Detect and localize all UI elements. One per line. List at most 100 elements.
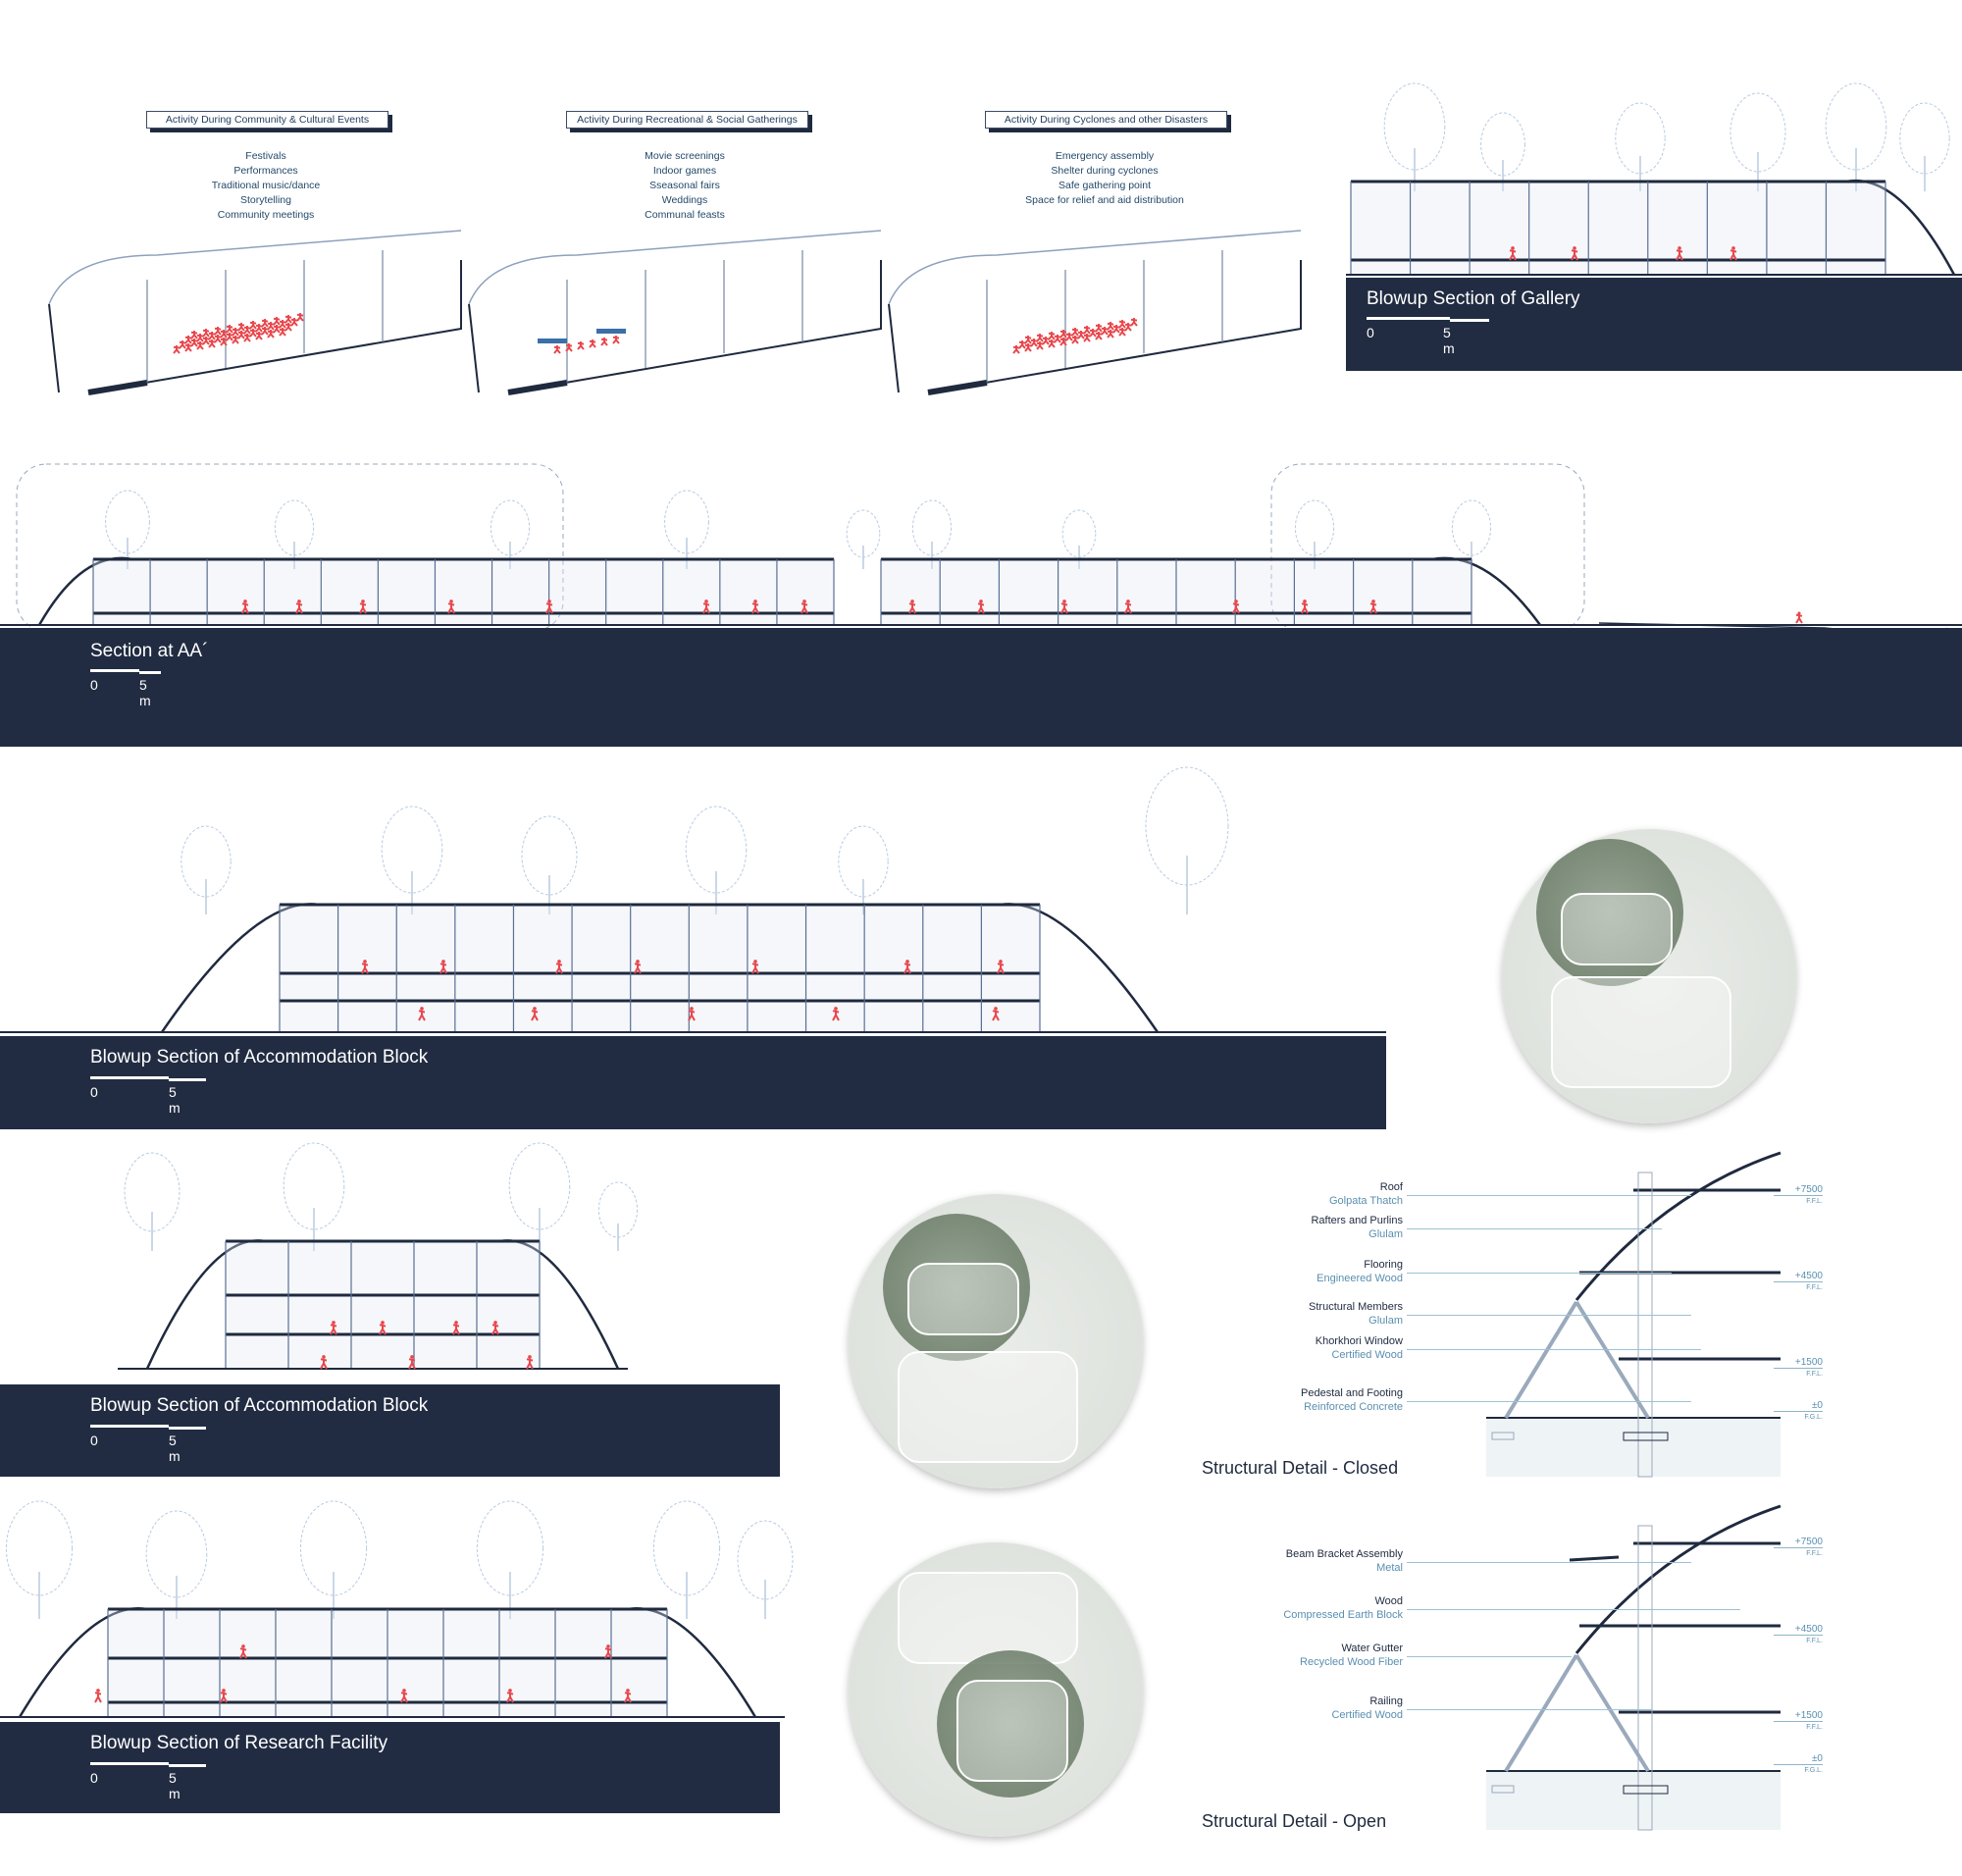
person-icon bbox=[493, 1321, 497, 1325]
person-icon bbox=[702, 602, 710, 614]
person-icon bbox=[834, 1007, 838, 1011]
person-icon bbox=[449, 599, 453, 603]
person-icon bbox=[1030, 339, 1038, 347]
floor-slab bbox=[507, 380, 568, 395]
person-icon bbox=[553, 345, 561, 354]
person-icon bbox=[267, 322, 275, 331]
scale-bar: 0 5 m bbox=[90, 1076, 206, 1116]
person-icon bbox=[612, 336, 620, 344]
tree-icon bbox=[1615, 102, 1666, 175]
person-icon bbox=[1730, 249, 1737, 261]
person-icon bbox=[904, 963, 911, 974]
structural-detail-closed-title: Structural Detail - Closed bbox=[1202, 1458, 1399, 1478]
person-icon bbox=[832, 1010, 840, 1021]
person-icon bbox=[910, 599, 914, 603]
activity-list-recreational: Movie screenings Indoor games Sseasonal … bbox=[538, 149, 832, 223]
person-icon bbox=[1059, 330, 1067, 339]
section-aa-drawing bbox=[0, 463, 1962, 663]
structural-member bbox=[1504, 1300, 1650, 1420]
person-icon bbox=[751, 963, 759, 974]
scale-zero: 0 bbox=[90, 1084, 98, 1100]
tree-icon bbox=[1383, 82, 1446, 171]
person-icon bbox=[1130, 318, 1138, 327]
structural-detail-closed-drawing bbox=[1486, 1151, 1781, 1478]
axonometric-recreational bbox=[468, 230, 882, 395]
activity-tag-cyclones: Activity During Cyclones and other Disas… bbox=[985, 111, 1227, 129]
building-outline bbox=[468, 260, 882, 393]
person-icon bbox=[296, 313, 304, 322]
activity-list-cyclones: Emergency assembly Shelter during cyclon… bbox=[957, 149, 1252, 208]
tree-icon bbox=[664, 490, 709, 554]
section-aa-title-band: Section at AA´ 0 5 m bbox=[0, 628, 1962, 747]
person-icon bbox=[255, 324, 263, 333]
person-icon bbox=[232, 328, 239, 337]
list-item: Traditional music/dance bbox=[211, 180, 321, 191]
person-icon bbox=[220, 1692, 228, 1703]
tree-icon bbox=[283, 1142, 345, 1230]
person-icon bbox=[226, 333, 233, 341]
person-icon bbox=[322, 1355, 326, 1359]
person-icon bbox=[1234, 599, 1238, 603]
person-icon bbox=[402, 1689, 406, 1693]
person-icon bbox=[1060, 602, 1068, 614]
footing bbox=[1623, 1432, 1669, 1441]
list-item: Festivals bbox=[245, 150, 286, 162]
activity-tag-recreational: Activity During Recreational & Social Ga… bbox=[566, 111, 808, 129]
list-item: Shelter during cyclones bbox=[1051, 165, 1159, 177]
panel-title: Section at AA´ bbox=[90, 641, 209, 661]
person-icon bbox=[255, 332, 263, 340]
person-icon bbox=[1107, 322, 1114, 331]
tree-icon bbox=[521, 815, 578, 896]
scale-five: 5 m bbox=[169, 1770, 181, 1801]
person-icon bbox=[196, 334, 204, 342]
person-icon bbox=[220, 338, 228, 346]
person-icon bbox=[1042, 337, 1050, 345]
person-icon bbox=[408, 1358, 416, 1370]
panel-title: Blowup Section of Research Facility bbox=[90, 1733, 388, 1753]
person-icon bbox=[577, 341, 585, 350]
person-icon bbox=[1124, 323, 1132, 332]
tree-icon bbox=[145, 1510, 208, 1598]
game-table bbox=[596, 329, 626, 334]
footing bbox=[1491, 1432, 1515, 1440]
person-icon bbox=[1048, 339, 1056, 348]
research-title-band: Blowup Section of Research Facility 0 5 … bbox=[0, 1722, 780, 1813]
scale-zero: 0 bbox=[90, 677, 98, 693]
person-icon bbox=[547, 599, 551, 603]
person-icon bbox=[690, 1007, 694, 1011]
scale-zero: 0 bbox=[90, 1770, 98, 1786]
person-icon bbox=[184, 343, 192, 352]
person-icon bbox=[320, 1358, 328, 1370]
person-icon bbox=[441, 960, 445, 964]
person-icon bbox=[400, 1692, 408, 1703]
person-icon bbox=[753, 599, 757, 603]
person-icon bbox=[1571, 249, 1578, 261]
person-icon bbox=[208, 332, 216, 340]
person-icon bbox=[261, 327, 269, 336]
person-icon bbox=[997, 963, 1005, 974]
list-item: Performances bbox=[233, 165, 298, 177]
person-icon bbox=[531, 1010, 539, 1021]
person-icon bbox=[222, 1689, 226, 1693]
structural-detail-open-drawing bbox=[1486, 1504, 1781, 1831]
person-icon bbox=[1676, 249, 1683, 261]
person-icon bbox=[279, 320, 286, 329]
person-icon bbox=[1083, 326, 1091, 335]
person-icon bbox=[1369, 602, 1377, 614]
tree-icon bbox=[846, 509, 881, 558]
tree-icon bbox=[685, 806, 748, 894]
person-icon bbox=[1118, 328, 1126, 337]
tree-icon bbox=[476, 1500, 544, 1596]
person-icon bbox=[1303, 599, 1307, 603]
person-icon bbox=[214, 327, 222, 336]
person-icon bbox=[545, 602, 553, 614]
list-item: Movie screenings bbox=[645, 150, 725, 162]
scale-zero: 0 bbox=[90, 1433, 98, 1448]
person-icon bbox=[243, 326, 251, 335]
tree-icon bbox=[1451, 499, 1492, 556]
